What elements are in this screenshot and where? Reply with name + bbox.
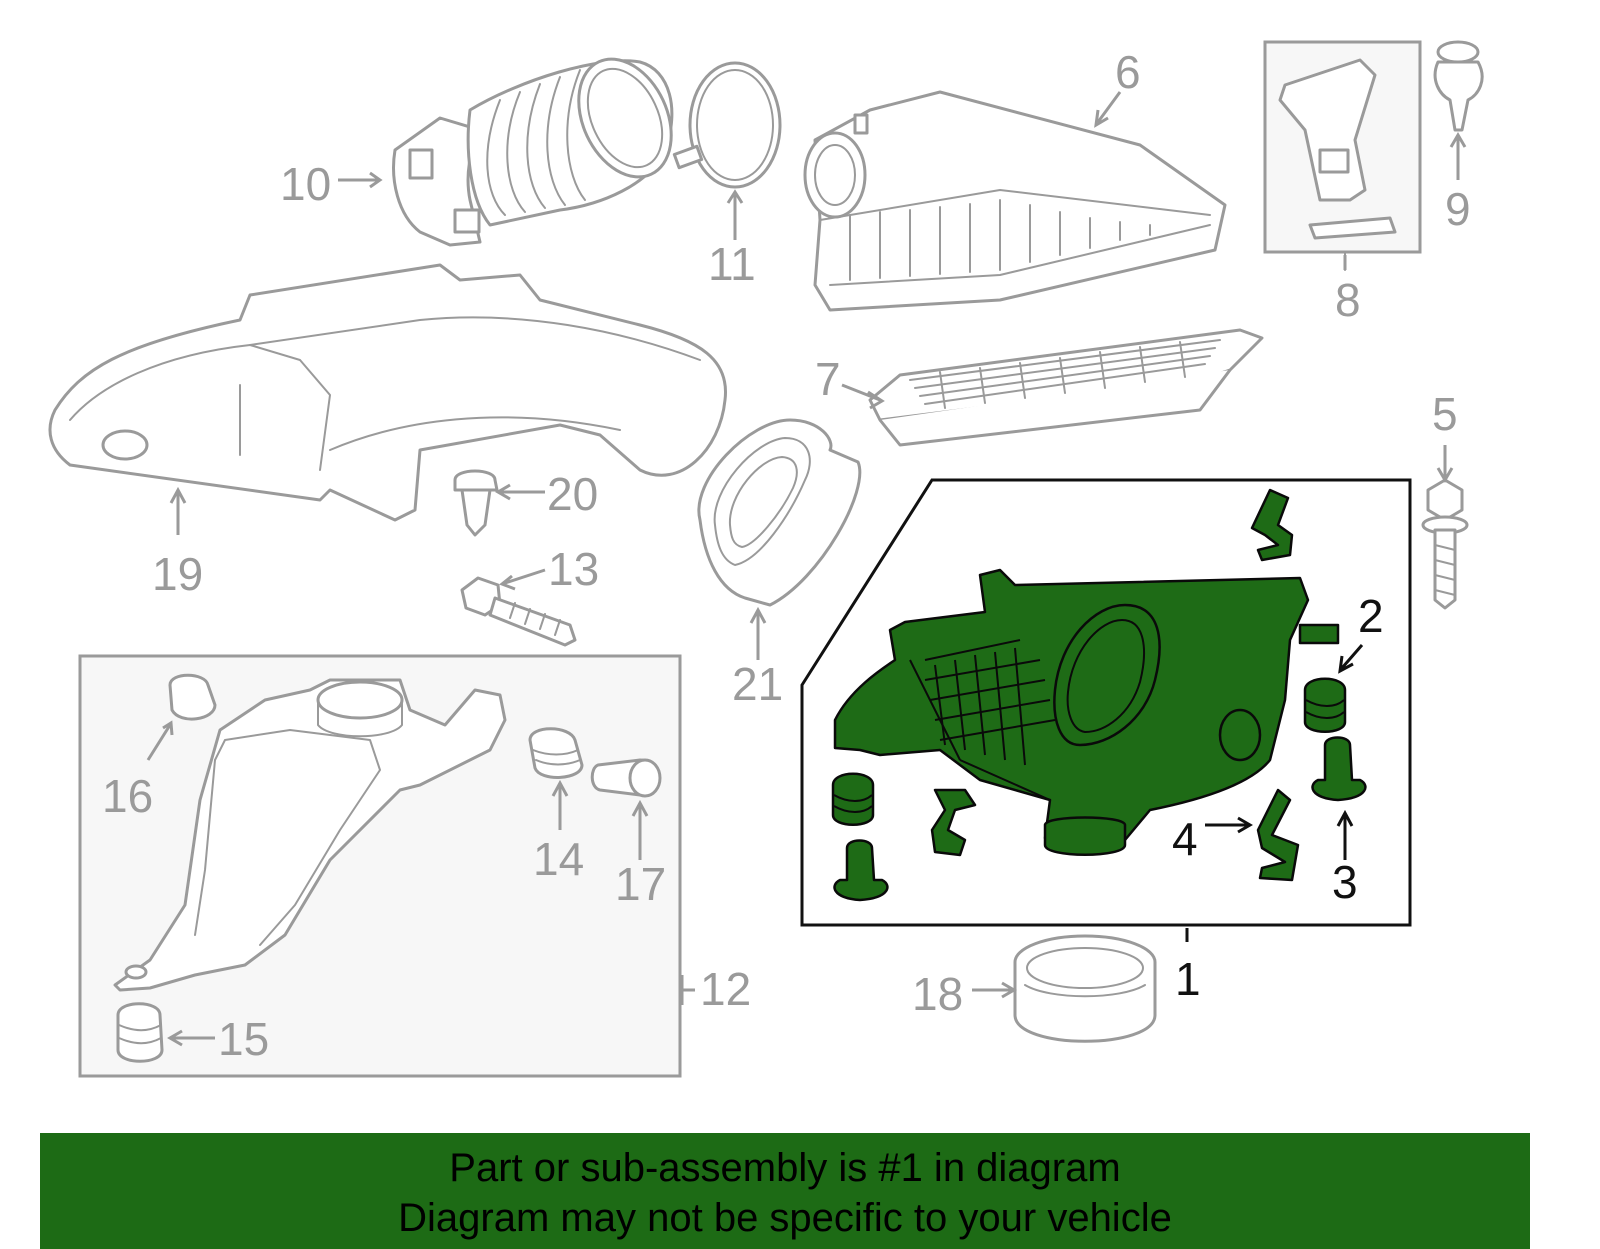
part-9-push-pin	[1433, 40, 1484, 132]
part-20-clip	[453, 469, 499, 537]
part-13-bolt	[460, 576, 577, 647]
callout-18: 18	[912, 968, 963, 1020]
callout-10: 10	[280, 158, 331, 210]
part-16-plug	[168, 673, 217, 721]
part-11-clamp	[672, 61, 782, 189]
part-1-air-cleaner-body	[833, 568, 1340, 856]
banner-line-1: Part or sub-assembly is #1 in diagram	[449, 1146, 1121, 1190]
leader-lines-highlight	[1185, 644, 1364, 942]
callout-16: 16	[102, 770, 153, 822]
part-2-grommet	[1303, 677, 1347, 733]
callout-13: 13	[548, 543, 599, 595]
banner-line-2: Diagram may not be specific to your vehi…	[398, 1196, 1172, 1240]
callout-11: 11	[708, 238, 756, 290]
callout-21: 21	[732, 658, 783, 710]
part-14-grommet	[528, 727, 584, 779]
part-3-collar-lower	[833, 839, 889, 902]
callout-7: 7	[815, 353, 841, 405]
part-7-filter	[868, 328, 1264, 447]
part-19-air-duct	[48, 263, 728, 522]
callout-8: 8	[1335, 274, 1361, 326]
callout-17: 17	[615, 858, 666, 910]
callout-5: 5	[1432, 388, 1458, 440]
part-4-clip	[930, 488, 1300, 882]
part-15-grommet	[116, 1002, 164, 1063]
part-10-intake-tube	[392, 57, 674, 247]
callout-labels: 1 2 3 4 5 6 7 8 9 10 11 12 13 14 15 16 1…	[102, 46, 1471, 1065]
callout-20: 20	[547, 468, 598, 520]
callout-2: 2	[1358, 590, 1384, 642]
part-6-cover	[803, 90, 1227, 312]
part-17-collar	[590, 758, 662, 798]
callout-1: 1	[1175, 953, 1201, 1005]
callout-6: 6	[1115, 46, 1141, 98]
part-2-grommet-lower	[831, 772, 875, 826]
callout-12: 12	[700, 963, 751, 1015]
part-3-collar	[1311, 736, 1367, 802]
part-18-seal-ring	[1013, 934, 1157, 1043]
callout-9: 9	[1445, 183, 1471, 235]
part-12-resonator-group	[78, 654, 682, 1078]
callout-14: 14	[533, 833, 584, 885]
callout-15: 15	[218, 1013, 269, 1065]
part-5-bolt	[1421, 478, 1469, 610]
part-8-sensor	[1263, 40, 1422, 271]
info-banner: Part or sub-assembly is #1 in diagram Di…	[40, 1133, 1530, 1249]
leader-lines	[146, 91, 1467, 1047]
callout-19: 19	[152, 548, 203, 600]
callout-3: 3	[1332, 856, 1358, 908]
callout-4: 4	[1172, 813, 1198, 865]
part-21-seal	[697, 418, 862, 607]
